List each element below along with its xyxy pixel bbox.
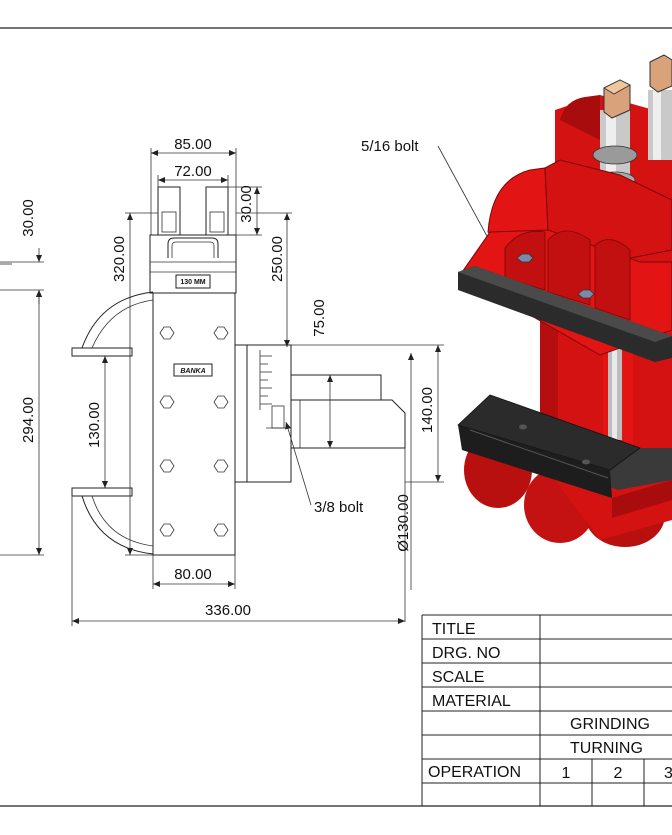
dim-top-width: 85.00 — [174, 136, 212, 153]
title-label: TITLE — [432, 621, 476, 638]
note-bolt-bottom: 3/8 bolt — [314, 499, 364, 516]
dim-height-250: 250.00 — [269, 236, 286, 282]
operation-label: OPERATION — [428, 764, 521, 781]
drawing-number-label: DRG. NO — [432, 645, 500, 662]
plate-label: 130 MM — [180, 279, 205, 286]
isometric-part-render — [457, 54, 672, 547]
process-turning: TURNING — [570, 740, 643, 757]
operation-number-3: 3 — [664, 765, 672, 782]
dim-height-130: 130.00 — [86, 402, 103, 448]
dim-height-320: 320.00 — [111, 236, 128, 282]
dim-diameter-130: Ø130.00 — [395, 494, 412, 552]
dim-height-294: 294.00 — [20, 397, 37, 443]
dim-top-height: 30.00 — [238, 185, 255, 223]
dim-total-width: 336.00 — [205, 602, 251, 619]
dim-top-inner-width: 72.00 — [174, 163, 212, 180]
brand-label: BANKA — [180, 368, 205, 375]
material-label: MATERIAL — [432, 693, 511, 710]
dim-left-top-height: 30.00 — [20, 199, 37, 237]
dim-height-140: 140.00 — [419, 387, 436, 433]
operation-number-2: 2 — [614, 765, 623, 782]
dim-height-75: 75.00 — [311, 299, 328, 337]
process-grinding: GRINDING — [570, 716, 650, 733]
drawing-border — [0, 27, 672, 807]
note-bolt-top: 5/16 bolt — [361, 138, 419, 155]
title-block: TITLE DRG. NO SCALE MATERIAL GRINDING TU… — [421, 614, 672, 806]
scale-label: SCALE — [432, 669, 484, 686]
operation-number-1: 1 — [562, 765, 571, 782]
dimension-lines — [0, 145, 489, 626]
front-view: 130 MM BANKA — [71, 186, 406, 556]
dim-base-width: 80.00 — [174, 566, 212, 583]
